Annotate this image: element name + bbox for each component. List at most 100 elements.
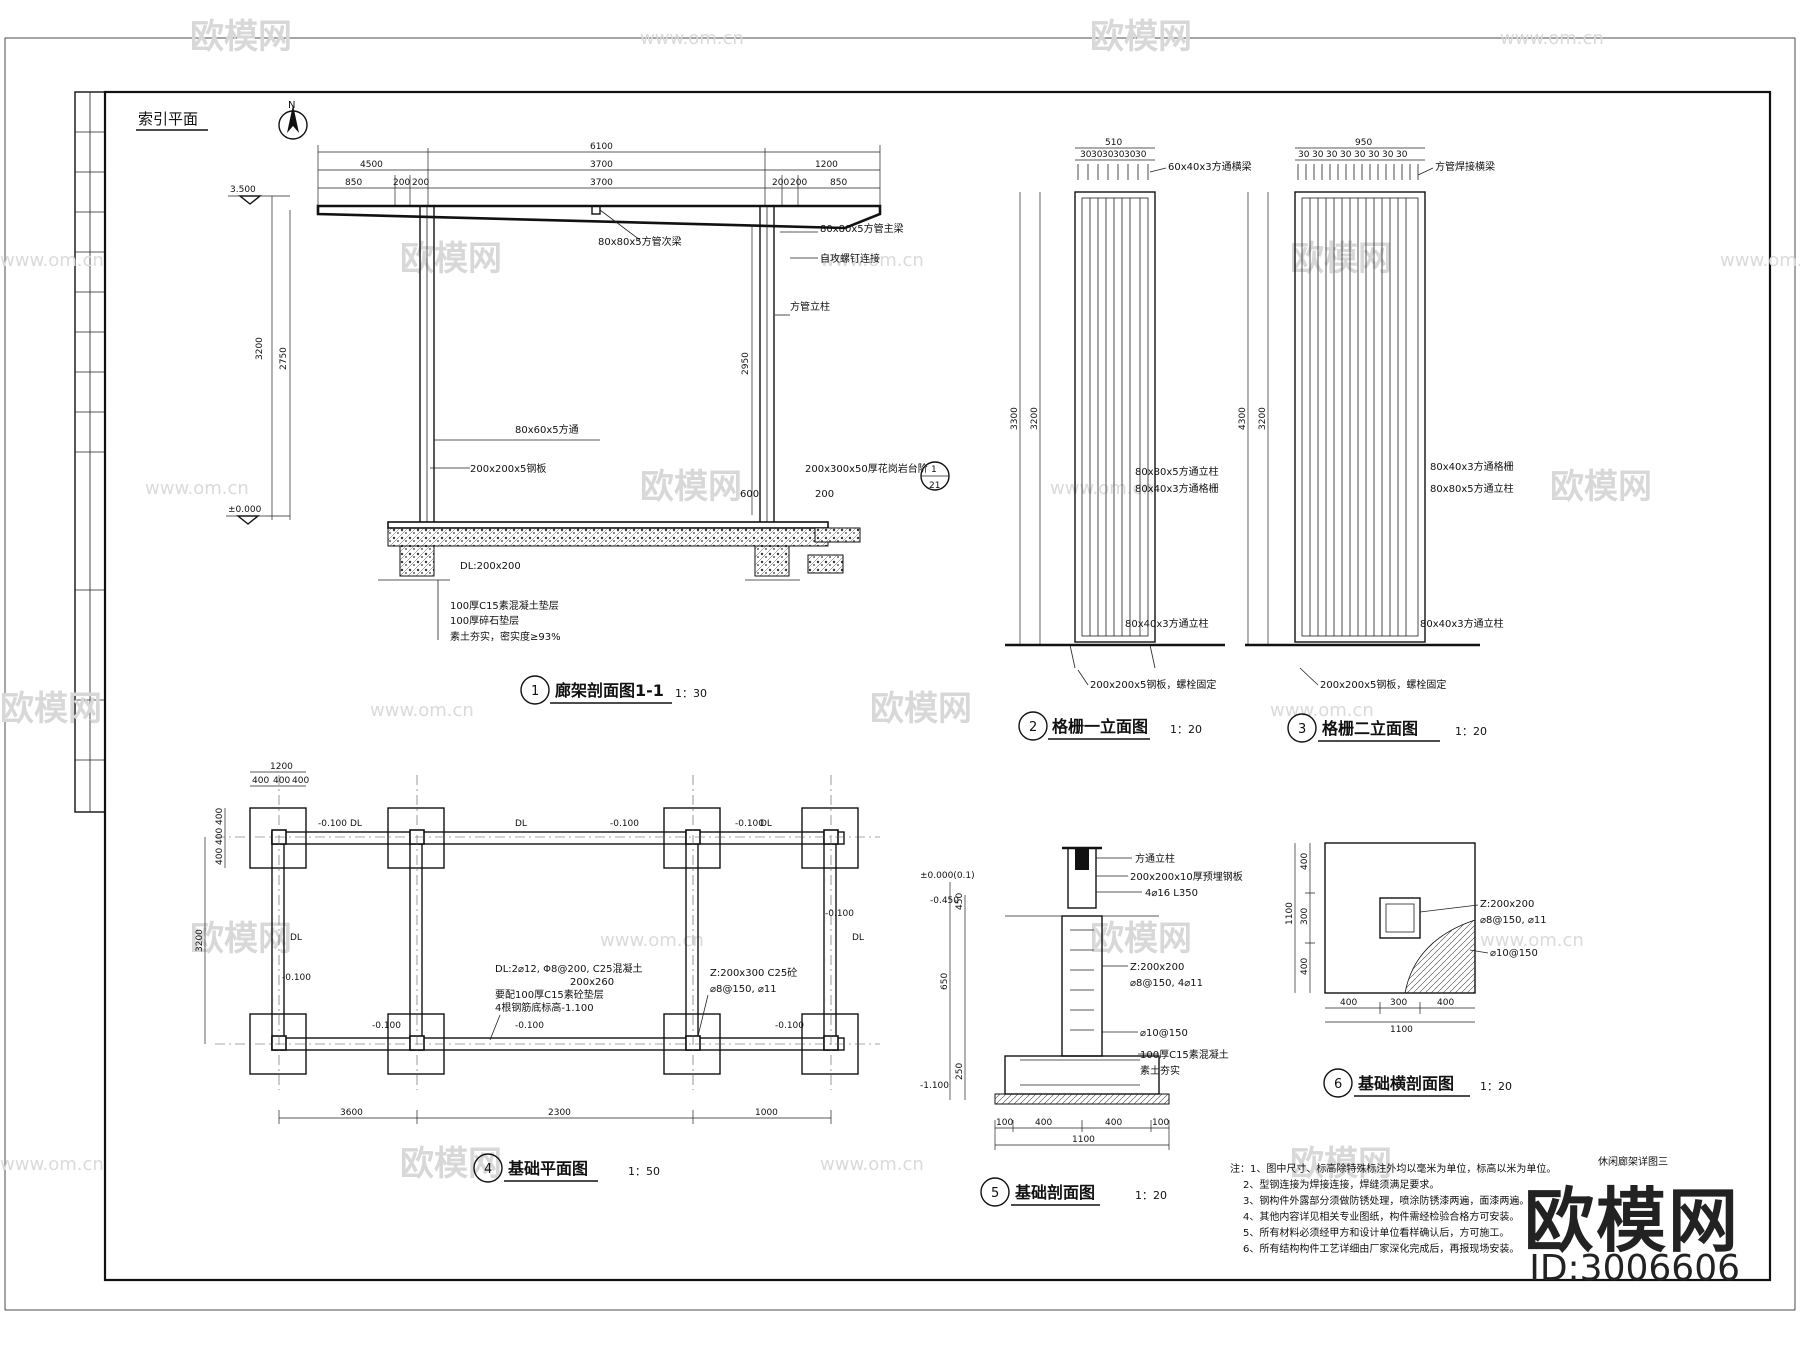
view-title-4: 4 基础平面图 1：50	[473, 1153, 660, 1183]
svg-text:100厚C15素混凝土垫层: 100厚C15素混凝土垫层	[450, 599, 559, 612]
svg-text:30: 30	[1298, 150, 1310, 160]
svg-text:6: 6	[1334, 1077, 1342, 1092]
svg-text:6100: 6100	[590, 142, 613, 152]
svg-text:600: 600	[740, 489, 759, 500]
svg-text:Z:200x200: Z:200x200	[1480, 899, 1534, 910]
svg-text:30: 30	[1354, 150, 1366, 160]
watermark-url: www.om.cn	[1270, 700, 1374, 721]
svg-text:-0.100: -0.100	[372, 1021, 401, 1031]
watermark-brand: 欧模网	[1090, 919, 1192, 959]
svg-text:DL:2⌀12, Φ8@200, C25混凝土: DL:2⌀12, Φ8@200, C25混凝土	[495, 962, 643, 975]
foundation-cross-section: 1100 400 300 400 400 300 400 1100 Z:200x…	[1285, 842, 1547, 1035]
svg-text:30: 30	[1340, 150, 1352, 160]
watermark-brand: 欧模网	[190, 17, 292, 57]
svg-text:21: 21	[929, 481, 940, 491]
svg-text:6、所有结构构件工艺详细由厂家深化完成后，再报现场安装。: 6、所有结构构件工艺详细由厂家深化完成后，再报现场安装。	[1243, 1242, 1519, 1255]
watermark-url: www.om.cn	[820, 250, 924, 271]
svg-text:650: 650	[940, 973, 950, 990]
svg-text:5、所有材料必须经甲方和设计单位看样确认后，方可施工。: 5、所有材料必须经甲方和设计单位看样确认后，方可施工。	[1243, 1226, 1509, 1239]
svg-text:DL: DL	[852, 933, 864, 943]
watermark-url: www.om.cn	[0, 250, 104, 271]
watermark-url: www.om.cn	[1480, 930, 1584, 951]
watermark-layer: 欧模网 欧模网 www.om.cn www.om.cn 欧模网 欧模网 www.…	[0, 17, 1800, 1184]
svg-text:1100: 1100	[1390, 1025, 1413, 1035]
svg-text:4: 4	[484, 1162, 492, 1177]
svg-text:3700: 3700	[590, 178, 613, 188]
watermark-url: www.om.cn	[1500, 28, 1604, 49]
svg-text:⌀8@150, 4⌀11: ⌀8@150, 4⌀11	[1130, 978, 1203, 989]
svg-text:100: 100	[1152, 1118, 1169, 1128]
watermark-brand: 欧模网	[400, 239, 502, 279]
watermark-brand: 欧模网	[1550, 467, 1652, 507]
watermark-url: www.om.cn	[0, 1154, 104, 1175]
svg-text:3200: 3200	[1030, 407, 1040, 430]
svg-text:80x80x5方管主梁: 80x80x5方管主梁	[820, 222, 904, 235]
svg-text:-1.100: -1.100	[920, 1081, 949, 1091]
watermark-url: www.om.cn	[1720, 250, 1800, 271]
svg-text:80x80x5方通立柱: 80x80x5方通立柱	[1430, 482, 1514, 495]
watermark-brand: 欧模网	[1290, 1144, 1392, 1184]
svg-text:基础平面图: 基础平面图	[507, 1159, 588, 1178]
svg-text:Z:200x300 C25砼: Z:200x300 C25砼	[710, 966, 797, 979]
svg-text:400: 400	[273, 776, 290, 786]
svg-text:4、其他内容详见相关专业图纸，构件需经检验合格方可安装。: 4、其他内容详见相关专业图纸，构件需经检验合格方可安装。	[1243, 1210, 1519, 1223]
svg-text:200x200x5钢板，螺栓固定: 200x200x5钢板，螺栓固定	[1090, 678, 1216, 691]
watermark-url: www.om.cn	[820, 1154, 924, 1175]
svg-text:-0.100: -0.100	[515, 1021, 544, 1031]
svg-text:±0.000: ±0.000	[228, 505, 262, 515]
svg-text:950: 950	[1355, 138, 1372, 148]
svg-text:30: 30	[1396, 150, 1408, 160]
svg-text:5: 5	[991, 1186, 999, 1201]
svg-text:60x40x3方通横梁: 60x40x3方通横梁	[1168, 160, 1252, 173]
svg-text:1100: 1100	[1072, 1135, 1095, 1145]
watermark-brand: 欧模网	[640, 467, 742, 507]
svg-text:-0.100: -0.100	[735, 819, 764, 829]
svg-text:30: 30	[1080, 150, 1092, 160]
svg-text:250: 250	[955, 1063, 965, 1080]
svg-text:400: 400	[215, 808, 225, 825]
svg-text:400: 400	[215, 848, 225, 865]
svg-text:30: 30	[1091, 150, 1103, 160]
svg-text:200: 200	[412, 178, 429, 188]
svg-text:素土夯实: 素土夯实	[1140, 1064, 1180, 1077]
svg-text:DL: DL	[515, 819, 527, 829]
svg-text:200x200x10厚预埋钢板: 200x200x10厚预埋钢板	[1130, 870, 1243, 883]
svg-text:30: 30	[1102, 150, 1114, 160]
svg-text:1：20: 1：20	[1170, 723, 1202, 736]
svg-text:510: 510	[1105, 138, 1122, 148]
svg-text:3200: 3200	[1258, 407, 1268, 430]
inner-frame	[103, 90, 1772, 1282]
svg-text:1：50: 1：50	[628, 1165, 660, 1178]
svg-text:素土夯实，密实度≥93%: 素土夯实，密实度≥93%	[450, 630, 561, 643]
svg-text:要配100厚C15素砼垫层: 要配100厚C15素砼垫层	[495, 988, 604, 1001]
svg-text:3、钢构件外露部分须做防锈处理，喷涂防锈漆两遍，面漆两遍。: 3、钢构件外露部分须做防锈处理，喷涂防锈漆两遍，面漆两遍。	[1243, 1194, 1529, 1207]
svg-text:1：20: 1：20	[1135, 1189, 1167, 1202]
svg-text:80x40x3方通立柱: 80x40x3方通立柱	[1420, 617, 1504, 630]
svg-text:80x40x3方通格栅: 80x40x3方通格栅	[1135, 482, 1219, 495]
view-title-2: 2 格栅一立面图 1：20	[1018, 711, 1202, 741]
svg-text:廊架剖面图1-1: 廊架剖面图1-1	[555, 681, 664, 700]
svg-text:30: 30	[1382, 150, 1394, 160]
svg-text:4500: 4500	[360, 160, 383, 170]
watermark-url: www.om.cn	[370, 700, 474, 721]
svg-text:⌀10@150: ⌀10@150	[1490, 948, 1538, 959]
watermark-url: www.om.cn	[640, 28, 744, 49]
svg-text:850: 850	[830, 178, 847, 188]
view-title-3: 3 格栅二立面图 1：20	[1287, 713, 1487, 743]
svg-text:休闲廊架详图三: 休闲廊架详图三	[1598, 1155, 1668, 1168]
svg-text:-0.450: -0.450	[930, 896, 959, 906]
watermark-url: www.om.cn	[1050, 478, 1154, 499]
svg-text:30: 30	[1368, 150, 1380, 160]
svg-text:3200: 3200	[195, 929, 205, 952]
svg-text:基础剖面图: 基础剖面图	[1014, 1183, 1095, 1202]
svg-text:DL:200x200: DL:200x200	[460, 561, 521, 572]
svg-text:⌀8@150, ⌀11: ⌀8@150, ⌀11	[1480, 915, 1547, 926]
svg-text:400: 400	[1300, 853, 1310, 870]
watermark-url: www.om.cn	[600, 930, 704, 951]
svg-text:100厚碎石垫层: 100厚碎石垫层	[450, 614, 519, 627]
svg-text:200x200x5钢板: 200x200x5钢板	[470, 462, 546, 475]
svg-text:方通立柱: 方通立柱	[1135, 852, 1175, 865]
svg-text:2: 2	[1029, 720, 1037, 735]
svg-text:4300: 4300	[1238, 407, 1248, 430]
